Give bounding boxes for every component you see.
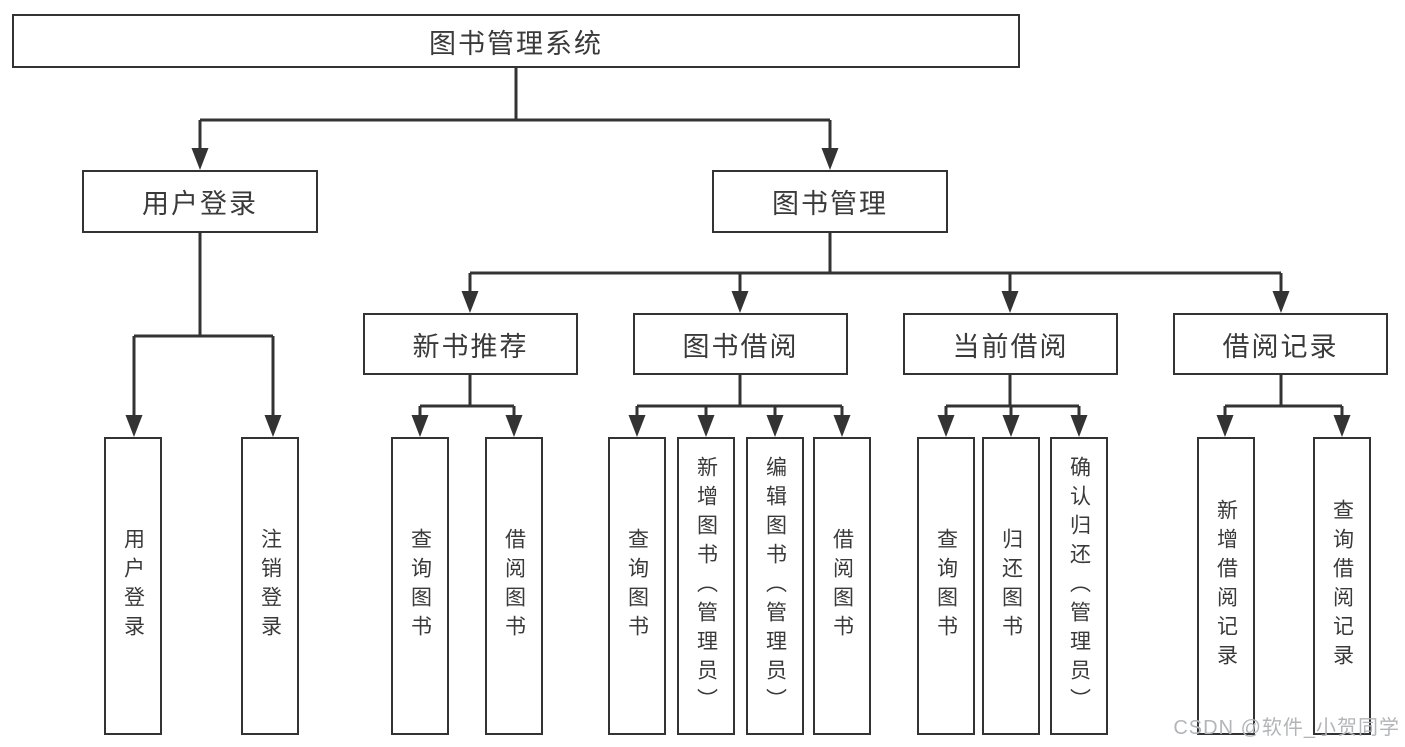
- arrowhead: [731, 291, 749, 313]
- arrowhead: [766, 415, 784, 437]
- leaf-label: 查询图书: [408, 528, 432, 644]
- node-label: 当前借阅: [952, 331, 1069, 362]
- arrowhead: [1272, 291, 1290, 313]
- node-book-borrowing: 图书借阅: [633, 313, 848, 375]
- arrowhead: [833, 415, 851, 437]
- leaf-label: 归还图书: [999, 528, 1023, 644]
- arrowhead: [697, 415, 715, 437]
- leaf-query-books-current: 查询图书: [917, 437, 975, 735]
- arrowhead: [264, 415, 282, 437]
- leaf-label: 注销登录: [258, 528, 282, 644]
- arrowhead: [1002, 415, 1020, 437]
- arrowhead: [1216, 415, 1234, 437]
- leaf-label: 新增借阅记录: [1214, 499, 1238, 673]
- arrowhead: [411, 415, 429, 437]
- node-label: 图书管理系统: [429, 28, 603, 59]
- leaf-query-books-recommend: 查询图书: [391, 437, 449, 735]
- node-current-borrowing: 当前借阅: [903, 313, 1118, 375]
- leaf-label: 借阅图书: [502, 528, 526, 644]
- connector-user-login-branch: [132, 233, 275, 418]
- leaf-borrow-books-recommend: 借阅图书: [485, 437, 543, 735]
- leaf-borrow-books-borrowing: 借阅图书: [813, 437, 871, 735]
- arrowhead: [1070, 415, 1088, 437]
- leaf-label: 查询图书: [625, 528, 649, 644]
- node-label: 用户登录: [142, 189, 258, 219]
- leaf-label: 查询借阅记录: [1330, 499, 1354, 673]
- connector-recommend-branch: [418, 375, 516, 418]
- leaf-label: 新增图书（管理员）: [694, 455, 718, 717]
- node-label: 图书借阅: [682, 331, 799, 362]
- connector-root-branch: [198, 68, 832, 151]
- node-label: 新书推荐: [412, 331, 529, 362]
- arrowhead: [191, 148, 209, 170]
- leaf-label: 借阅图书: [830, 528, 854, 644]
- leaf-label: 用户登录: [121, 528, 145, 644]
- connector-records-branch: [1223, 375, 1344, 418]
- node-borrowing-records: 借阅记录: [1173, 313, 1388, 375]
- arrowhead: [461, 291, 479, 313]
- leaf-confirm-return-admin: 确认归还（管理员）: [1050, 437, 1108, 735]
- node-new-book-recommendation: 新书推荐: [363, 313, 578, 375]
- leaf-edit-books-admin: 编辑图书（管理员）: [746, 437, 804, 735]
- connector-current-branch: [944, 375, 1081, 418]
- leaf-query-books-borrowing: 查询图书: [608, 437, 666, 735]
- node-label: 借阅记录: [1222, 331, 1339, 362]
- arrowhead: [125, 415, 143, 437]
- connector-book-management-branch: [468, 233, 1283, 294]
- leaf-label: 确认归还（管理员）: [1067, 455, 1091, 717]
- node-user-login: 用户登录: [82, 170, 318, 233]
- leaf-add-books-admin: 新增图书（管理员）: [677, 437, 735, 735]
- connector-borrow-branch: [635, 375, 844, 418]
- leaf-add-borrow-record: 新增借阅记录: [1197, 437, 1255, 735]
- arrowhead: [628, 415, 646, 437]
- node-library-management-system: 图书管理系统: [12, 14, 1020, 68]
- arrowhead: [821, 148, 839, 170]
- leaf-user-login: 用户登录: [104, 437, 162, 735]
- arrowhead: [505, 415, 523, 437]
- arrowhead: [1333, 415, 1351, 437]
- leaf-logout: 注销登录: [241, 437, 299, 735]
- leaf-label: 编辑图书（管理员）: [763, 455, 787, 717]
- leaf-label: 查询图书: [934, 528, 958, 644]
- leaf-query-borrow-record: 查询借阅记录: [1313, 437, 1371, 735]
- csdn-watermark: CSDN @软件_小贺同学: [1173, 717, 1400, 739]
- node-label: 图书管理: [772, 189, 888, 219]
- arrowhead: [937, 415, 955, 437]
- node-book-management: 图书管理: [712, 170, 948, 233]
- arrowhead: [1001, 291, 1019, 313]
- leaf-return-books: 归还图书: [982, 437, 1040, 735]
